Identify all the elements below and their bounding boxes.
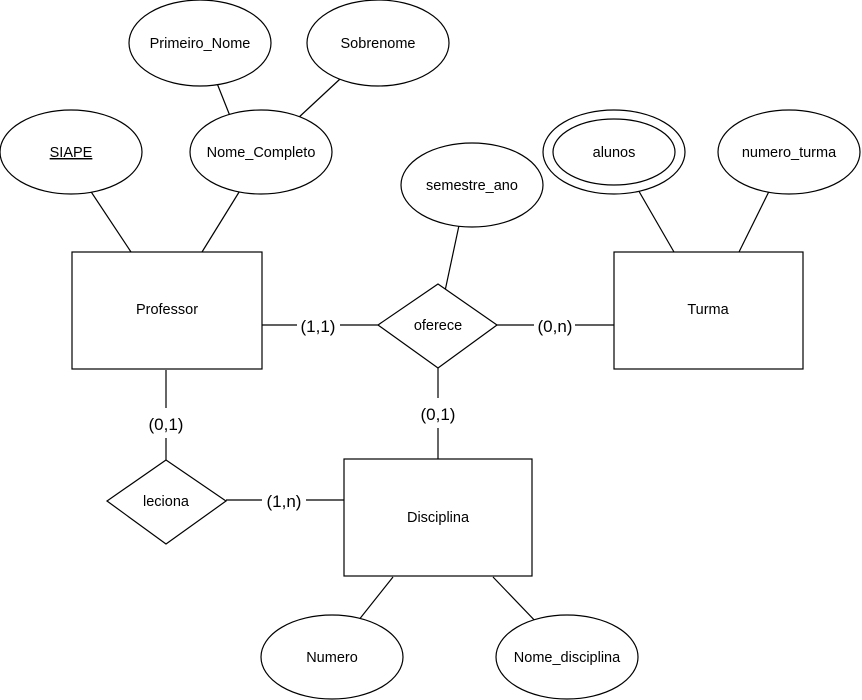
attribute-primeiro-nome: Primeiro_Nome xyxy=(128,0,272,87)
attribute-semestre-ano: semestre_ano xyxy=(400,142,544,228)
entity-professor: Professor xyxy=(71,251,263,370)
entity-turma-label: Turma xyxy=(687,302,729,318)
relationship-leciona-diamond xyxy=(105,459,228,545)
attribute-siape-ellipse xyxy=(0,109,143,195)
relationship-oferece-label: oferece xyxy=(414,318,462,334)
attribute-nome-disciplina-ellipse xyxy=(495,614,639,700)
attribute-numero-turma-label: numero_turma xyxy=(742,145,837,161)
attribute-primeiro-nome-ellipse xyxy=(128,0,272,87)
cardinality-professor-oferece: (1,1) xyxy=(301,317,336,336)
entity-professor-label: Professor xyxy=(136,302,198,318)
attribute-sobrenome-ellipse xyxy=(306,0,450,87)
attribute-alunos: alunos xyxy=(542,109,686,195)
cardinality-leciona-disciplina: (1,n) xyxy=(267,492,302,511)
entity-disciplina-label: Disciplina xyxy=(407,510,470,526)
cardinality-professor-leciona: (0,1) xyxy=(149,415,184,434)
relationship-oferece-diamond xyxy=(376,283,499,369)
attribute-alunos-inner-ellipse xyxy=(552,118,676,186)
attribute-primeiro-nome-label: Primeiro_Nome xyxy=(150,36,251,52)
attribute-nome-disciplina-label: Nome_disciplina xyxy=(514,650,621,666)
attribute-alunos-label: alunos xyxy=(593,145,636,161)
attribute-sobrenome-label: Sobrenome xyxy=(341,36,416,52)
attribute-numero-ellipse xyxy=(260,614,404,700)
cardinality-oferece-turma: (0,n) xyxy=(538,317,573,336)
relationship-leciona: leciona xyxy=(105,459,228,545)
attribute-numero-turma-ellipse xyxy=(717,109,861,195)
relationship-oferece: oferece xyxy=(376,283,499,369)
cardinality-oferece-disciplina: (0,1) xyxy=(421,405,456,424)
attribute-numero-turma: numero_turma xyxy=(717,109,861,195)
entity-professor-box xyxy=(71,251,263,370)
attribute-numero-label: Numero xyxy=(306,650,358,666)
attribute-nome-completo-label: Nome_Completo xyxy=(207,145,316,161)
entity-disciplina-box xyxy=(343,458,533,577)
relationship-leciona-label: leciona xyxy=(143,494,190,510)
attribute-semestre-ano-ellipse xyxy=(400,142,544,228)
attribute-numero: Numero xyxy=(260,614,404,700)
attribute-siape-label: SIAPE xyxy=(50,145,93,161)
attribute-nome-completo-ellipse xyxy=(189,109,333,195)
attribute-semestre-ano-label: semestre_ano xyxy=(426,178,518,194)
attribute-nome-completo: Nome_Completo xyxy=(189,109,333,195)
entity-turma: Turma xyxy=(613,251,804,370)
entity-disciplina: Disciplina xyxy=(343,458,533,577)
attribute-siape: SIAPE xyxy=(0,109,143,195)
attribute-nome-disciplina: Nome_disciplina xyxy=(495,614,639,700)
attribute-sobrenome: Sobrenome xyxy=(306,0,450,87)
entity-turma-box xyxy=(613,251,804,370)
